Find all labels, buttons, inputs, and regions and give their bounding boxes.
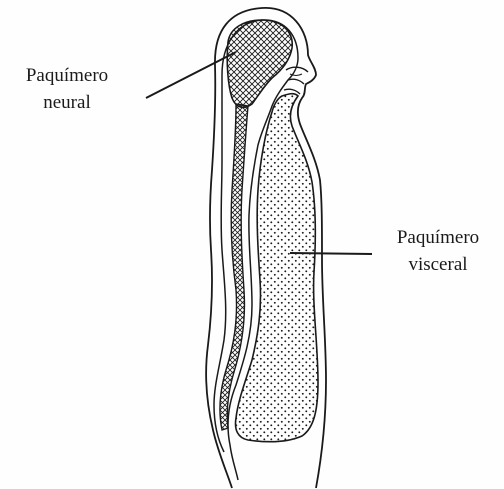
visceral-cavity-region (236, 94, 319, 442)
label-visceral-line2: visceral (372, 251, 504, 278)
label-visceral: Paquímero visceral (372, 224, 504, 278)
spinal-cord-region (220, 104, 248, 430)
label-neural-line2: neural (6, 89, 128, 116)
visceral-leader-line (290, 253, 372, 254)
label-neural: Paquímero neural (6, 62, 128, 116)
label-neural-line1: Paquímero (6, 62, 128, 89)
label-visceral-line1: Paquímero (372, 224, 504, 251)
mouth-inner-detail (290, 74, 302, 76)
brain-region (227, 20, 292, 107)
